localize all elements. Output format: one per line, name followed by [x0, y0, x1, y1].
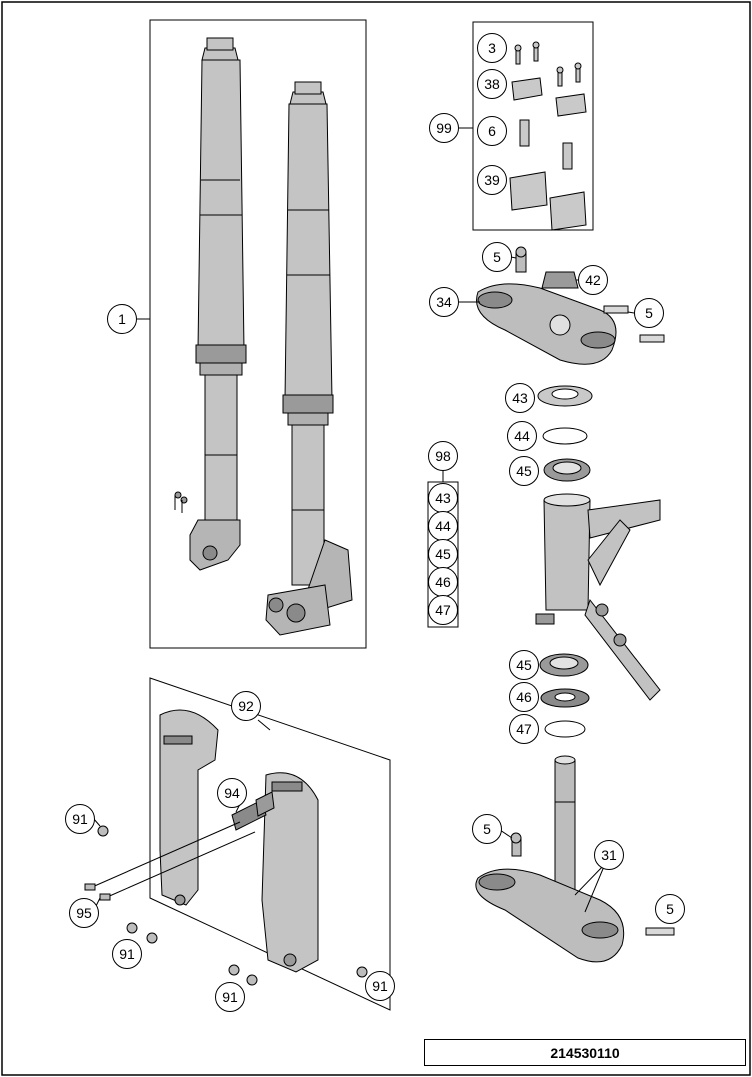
callout-5-right[interactable]: 5 [634, 298, 664, 328]
leader-5b [627, 311, 635, 314]
fork-group-frame [149, 19, 367, 649]
callout-39[interactable]: 39 [477, 165, 507, 195]
guard-set-frame [149, 677, 391, 1011]
callout-43[interactable]: 43 [505, 383, 535, 413]
kit-item-47[interactable]: 47 [428, 595, 458, 625]
frame-steering-head [535, 493, 661, 701]
callout-99[interactable]: 99 [429, 113, 459, 143]
callout-91-right[interactable]: 91 [365, 971, 395, 1001]
upper-bearing-parts [537, 385, 593, 482]
callout-92[interactable]: 92 [231, 691, 261, 721]
callout-91-bottom[interactable]: 91 [215, 982, 245, 1012]
callout-42[interactable]: 42 [578, 265, 608, 295]
kit-item-44[interactable]: 44 [428, 511, 458, 541]
callout-47[interactable]: 47 [509, 714, 539, 744]
callout-45-upper[interactable]: 45 [509, 456, 539, 486]
callout-95[interactable]: 95 [69, 898, 99, 928]
callout-6[interactable]: 6 [477, 116, 507, 146]
clamp-set-frame [472, 21, 594, 231]
fork-leg-left [174, 37, 247, 571]
callout-5-lower-right[interactable]: 5 [655, 894, 685, 924]
callout-3[interactable]: 3 [477, 33, 507, 63]
fork-guard-left [159, 709, 219, 906]
leader-31a [574, 863, 606, 896]
lower-triple-clamp [475, 755, 675, 963]
clamp-screws [509, 41, 587, 231]
callout-38[interactable]: 38 [477, 69, 507, 99]
callout-46[interactable]: 46 [509, 682, 539, 712]
kit-item-46[interactable]: 46 [428, 567, 458, 597]
callout-34[interactable]: 34 [429, 287, 459, 317]
leader-31b [584, 863, 606, 913]
callout-5-lower[interactable]: 5 [472, 814, 502, 844]
callout-94[interactable]: 94 [217, 778, 247, 808]
upper-triple-clamp [476, 246, 665, 365]
fork-guard-right [231, 772, 319, 973]
callout-31[interactable]: 31 [594, 840, 624, 870]
diagram-number-box: 214530110 [424, 1039, 746, 1066]
callout-91-bottom-left[interactable]: 91 [112, 939, 142, 969]
kit-item-43[interactable]: 43 [428, 483, 458, 513]
lower-bearing-parts [539, 653, 590, 738]
diagram-number: 214530110 [550, 1044, 620, 1061]
callout-91-left[interactable]: 91 [65, 804, 95, 834]
callout-5-top[interactable]: 5 [482, 242, 512, 272]
callout-1[interactable]: 1 [107, 304, 137, 334]
guard-screws [84, 821, 368, 986]
fork-leg-right [265, 81, 353, 636]
leader-5c [499, 829, 513, 839]
callout-98[interactable]: 98 [428, 441, 458, 471]
leader-92 [257, 719, 271, 731]
callout-45-lower[interactable]: 45 [509, 650, 539, 680]
kit-item-45[interactable]: 45 [428, 539, 458, 569]
callout-44[interactable]: 44 [507, 421, 537, 451]
